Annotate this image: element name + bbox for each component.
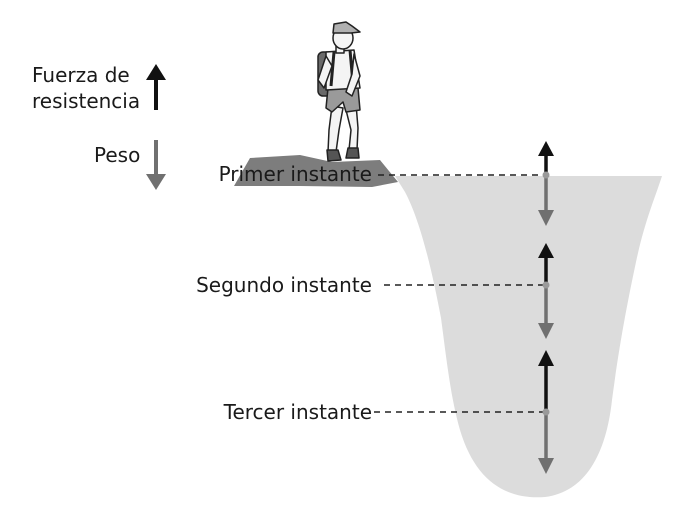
instant-1-label: Primer instante (219, 162, 372, 186)
instant-3-point (542, 408, 550, 416)
legend-weight-label: Peso (94, 143, 140, 167)
instant-3: Tercer instante (223, 400, 548, 424)
instant-2-weight-arrow-icon (538, 285, 554, 339)
water-pool (395, 176, 662, 498)
instant-2-resistance-arrow-icon (538, 243, 554, 285)
instant-2-point (542, 281, 550, 289)
legend-weight-arrow-icon (146, 140, 166, 190)
instant-2: Segundo instante (196, 273, 548, 297)
instant-1-resistance-arrow-icon (538, 141, 554, 175)
instant-1-point (542, 171, 550, 179)
instant-3-weight-arrow-icon (538, 412, 554, 474)
instant-1: Primer instante (219, 162, 548, 186)
instant-3-resistance-arrow-icon (538, 350, 554, 412)
legend: Fuerza de resistencia Peso (32, 63, 166, 190)
legend-resistance-label-line2: resistencia (32, 89, 140, 113)
instant-2-label: Segundo instante (196, 273, 372, 297)
legend-resistance-arrow-icon (146, 64, 166, 110)
legend-resistance-label-line1: Fuerza de (32, 63, 130, 87)
rock-ledge (234, 155, 398, 187)
instant-1-weight-arrow-icon (538, 175, 554, 226)
instant-3-label: Tercer instante (223, 400, 372, 424)
hiker-figure (317, 21, 361, 162)
